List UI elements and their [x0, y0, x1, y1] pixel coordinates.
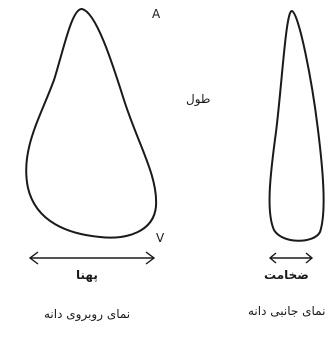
- front-view-outline: [26, 9, 156, 238]
- point-bottom-label: V: [156, 232, 164, 244]
- side-view-outline: [270, 11, 324, 241]
- length-label: طول: [186, 92, 210, 106]
- width-label: پهنا: [76, 268, 98, 282]
- side-view-caption: نمای جانبی دانه: [248, 304, 325, 318]
- front-view-caption: نمای روبروی دانه: [44, 307, 130, 321]
- width-arrow: [30, 252, 154, 264]
- point-top-label: A: [152, 8, 160, 20]
- thickness-arrow: [270, 253, 312, 263]
- thickness-label: ضخامت: [264, 268, 309, 282]
